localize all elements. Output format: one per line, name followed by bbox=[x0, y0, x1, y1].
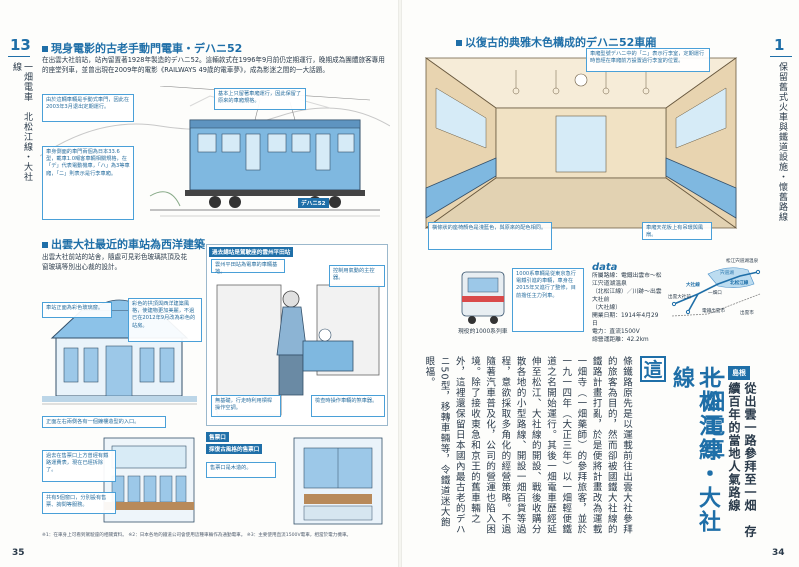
cab-callout-controller: 控制用氣動的主控器。 bbox=[329, 265, 385, 287]
route-map: 宍道湖 電鐵出雲市 出雲大社前 松江宍道湖溫泉 一畑口 大社線 北松江線 出雲市 bbox=[668, 254, 764, 326]
route-map-svg bbox=[671, 267, 761, 317]
square-icon bbox=[42, 46, 48, 52]
footnote-2: ※2：日本各地的鐵道公司會使用這種車輛作為通勤電車。 bbox=[128, 533, 246, 538]
section3-title: 以復古的典雅木色構成的デハニ52車廂 bbox=[456, 34, 656, 50]
series1000-caption: 現役的1000系列車 bbox=[458, 329, 508, 335]
data-line-1: 所屬路線：電鐵出雲市～松江宍道湖溫泉 bbox=[592, 273, 662, 287]
callout-manual-door: 由於這輛車輛是手動式車門，因此在2003年3月退出定期運行。 bbox=[42, 94, 134, 122]
callout-fare-table: 過去在售票口上方曾經有鐵路運費表，現在已經拆除了。 bbox=[42, 450, 116, 482]
series1000-illustration bbox=[458, 266, 508, 328]
footnote-3: ※3：主要使用直流1500V電車，相當於電力機車。 bbox=[246, 533, 352, 538]
right-body-vertical: 條鐵路原先是以運載前往出雲大社參拜的旅客為目的，然而卻被國鐵大社線的鐵路計畫打亂… bbox=[423, 356, 632, 535]
map-ichibataguchi: 一畑口 bbox=[708, 291, 722, 296]
section2-body: 出雲大社前站的站舍，隨處可見彩色玻璃拱頂及花窗玻璃等別出心裁的設計。 bbox=[42, 253, 188, 271]
section1-body: 在出雲大社前站，站內留置著1928年製造的デハニ52。這輛款式在1996年9月前… bbox=[42, 56, 385, 74]
series1000-text: 1000系車輛是從東京急行電鐵引進的車輛，車身在2015年又進行了整修，目前擔任… bbox=[512, 268, 584, 332]
data-line-2: （北松江線）／川跡～出雲大社前 bbox=[592, 289, 662, 303]
right-vertical-label: 保留舊式火車與鐵道設施・懷舊路線 bbox=[777, 62, 787, 222]
region-badge: 島根 bbox=[728, 366, 750, 380]
ticket-window-subheader: 採復古風格的售票口 bbox=[206, 444, 263, 454]
right-page-number-bottom: 34 bbox=[772, 548, 785, 558]
map-dentetsu-izumoshi: 電鐵出雲市 bbox=[702, 309, 725, 314]
interior-sketch-svg bbox=[424, 57, 738, 229]
left-page-number-bottom: 35 bbox=[12, 548, 25, 558]
map-kitamatsue-line: 北松江線 bbox=[730, 281, 749, 286]
map-lake: 宍道湖 bbox=[720, 271, 734, 276]
train-sketch-svg bbox=[39, 85, 391, 217]
callout-seat-color: 橫條狀的座椅顏色是淺藍色，與原來的配色相同。 bbox=[428, 222, 552, 250]
cab-sketch-svg bbox=[216, 284, 380, 416]
ticket-window-svg bbox=[293, 437, 383, 525]
big-title-2: 北松江線・大社線 bbox=[669, 366, 720, 534]
data-line-6: 總營運距離：42.2km bbox=[592, 337, 649, 343]
left-vertical-label: 一畑電車 北松江線・大社線 bbox=[11, 62, 32, 182]
callout-clock-tower: 正面左右兩側各有一個鐘樓造型的入口。 bbox=[42, 416, 166, 428]
inset-ticket-window: 售票口 採復古風格的售票口 售票口是木造的。 bbox=[206, 432, 388, 528]
cab-callout-base: 雲州平田站為電車的車輛基地。 bbox=[211, 259, 285, 275]
inset-cab: 過去總站是駕駛座的雲州平田站 雲州平田站為電車的車輛基地。 控制用氣動的主控器。… bbox=[206, 244, 388, 426]
left-page-number-top: 13 bbox=[10, 36, 31, 54]
callout-western-style: 彩色的拱頂與西洋建築風格，使建物更加美麗，不過已在2012年9月改為彩色的站房。 bbox=[128, 298, 202, 342]
ticket-window-header: 售票口 bbox=[206, 432, 229, 442]
left-footnotes: ※1：在車身上可看到駕駛座的相關資料。 ※2：日本各地的鐵道公司會使用這種車輛作… bbox=[42, 533, 388, 540]
ticket-window-callout: 售票口是木造的。 bbox=[206, 462, 276, 478]
footnote-1: ※1：在車身上可看到駕駛座的相關資料。 bbox=[42, 533, 127, 538]
data-line-5: 電力：直流1500V bbox=[592, 329, 640, 335]
train-illustration bbox=[39, 85, 391, 220]
map-matsue: 松江宍道湖溫泉 bbox=[726, 259, 759, 264]
callout-luggage-room: 車廂型號デハニ中的「ニ」表示行李室，定期運行時曾經在車廂前方設置過行李室的位置。 bbox=[586, 48, 710, 72]
series1000-svg bbox=[461, 271, 505, 324]
map-izumoshi: 出雲市 bbox=[740, 311, 754, 316]
cab-callout-brake: 檢查時操作車輛的煞車器。 bbox=[311, 395, 385, 417]
left-rule bbox=[8, 56, 30, 57]
right-page-number-top: 1 bbox=[774, 36, 785, 54]
cab-callout-lever: 無基礎，行走時利用槓桿操作空調。 bbox=[211, 395, 281, 417]
ticket-hall-svg bbox=[103, 437, 195, 523]
section1-title-text: 現身電影的古老手動門電車・デハニ52 bbox=[51, 42, 243, 55]
section1-title: 現身電影的古老手動門電車・デハニ52 bbox=[42, 40, 242, 56]
data-box: data 所屬路線：電鐵出雲市～松江宍道湖溫泉 （北松江線）／川跡～出雲大社前 … bbox=[592, 262, 664, 344]
square-icon bbox=[456, 40, 462, 46]
callout-ceiling: 車廂天花板上有吊環與風扇。 bbox=[642, 222, 712, 240]
right-rule bbox=[770, 56, 792, 57]
car-interior-illustration bbox=[416, 48, 746, 238]
map-izumo-taisha-mae: 出雲大社前 bbox=[668, 295, 691, 300]
data-line-4: 開業日期：1914年4月29日 bbox=[592, 313, 659, 327]
section3-title-text: 以復古的典雅木色構成的デハニ52車廂 bbox=[465, 36, 657, 49]
callout-car-type: 車身側面的車門兩個為日本33.6型，載車1.0噸客車輛相關規格，在「デ」代表電動… bbox=[42, 146, 134, 220]
drop-cap: 這 bbox=[640, 356, 666, 382]
train-name-tag: デハニ52 bbox=[298, 198, 329, 208]
callout-car-preserved: 基本上只留著車廂運行，因此保留了原來的車廂規格。 bbox=[214, 88, 306, 110]
data-box-label: data bbox=[592, 262, 618, 273]
square-icon bbox=[42, 242, 48, 248]
big-title-1: 一畑電車 bbox=[699, 366, 724, 462]
data-line-3: （大社線） bbox=[592, 305, 621, 311]
section2-title-text: 出雲大社最近的車站為西洋建築 bbox=[51, 238, 205, 251]
inset-cab-header: 過去總站是駕駛座的雲州平田站 bbox=[209, 247, 294, 257]
callout-windows: 共有5個窗口，分別設有售票、詢問等服務。 bbox=[42, 492, 116, 514]
headline: 從出雲一路參拜至一畑 存續百年的當地人氣路線 bbox=[727, 382, 757, 538]
map-taisha-line: 大社線 bbox=[686, 283, 700, 288]
book-gutter bbox=[398, 0, 402, 567]
section2-title: 出雲大社最近的車站為西洋建築 bbox=[42, 236, 205, 252]
ticket-hall-illustration bbox=[100, 432, 200, 528]
callout-stained-glass: 車站正面為彩色玻璃窗。 bbox=[42, 302, 112, 318]
